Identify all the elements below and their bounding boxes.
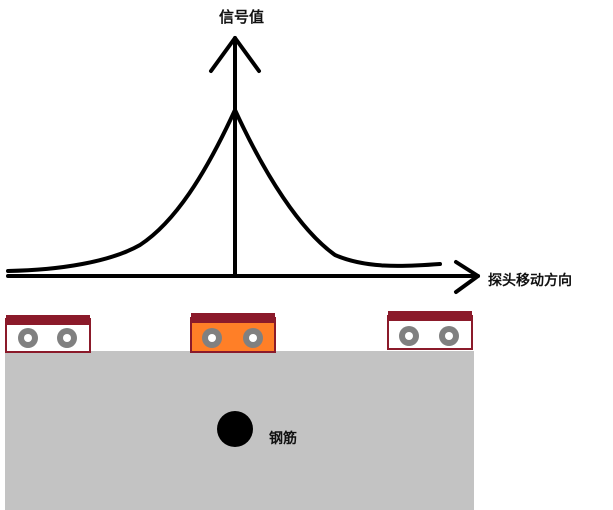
x-axis-label: 探头移动方向: [488, 273, 572, 289]
probe-center: [190, 313, 276, 353]
x-axis-arrowhead: [454, 260, 480, 294]
y-axis-arrowhead: [209, 36, 261, 73]
rebar-label: 钢筋: [269, 431, 297, 447]
probe-right: [387, 311, 473, 350]
signal-curve: [6, 108, 442, 273]
rebar-circle: [217, 411, 253, 447]
probe-left: [5, 315, 91, 353]
y-axis-label: 信号值: [219, 8, 265, 26]
